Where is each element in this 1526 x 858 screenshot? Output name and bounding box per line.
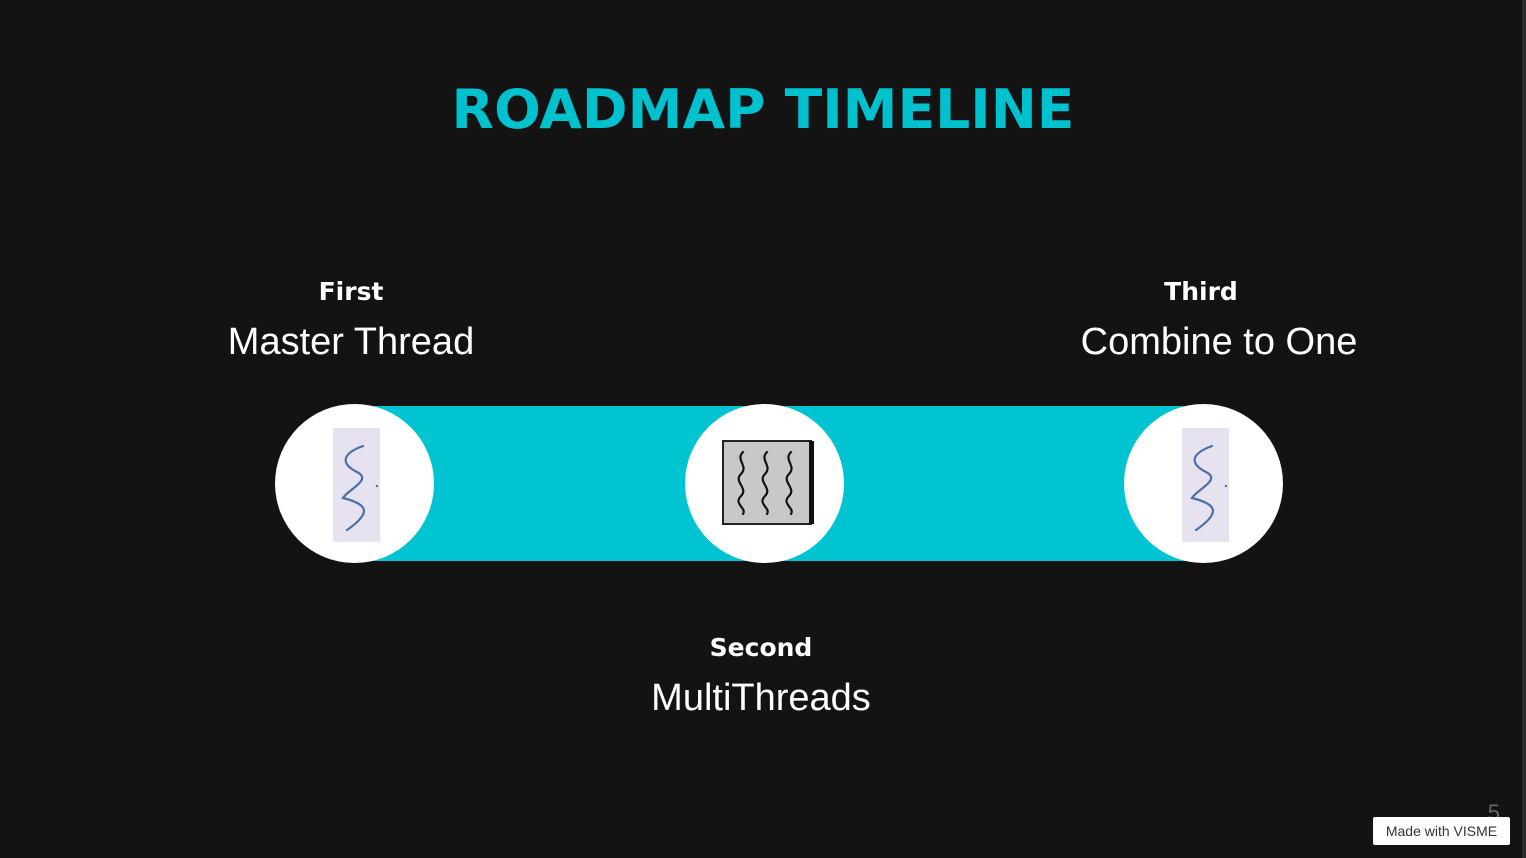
slide-edge — [1522, 0, 1526, 858]
multi-thread-icon — [721, 438, 817, 526]
single-thread-icon — [1182, 428, 1229, 542]
milestone-label: Master Thread — [227, 321, 475, 363]
timeline-node-first — [275, 404, 434, 563]
milestone-step: First — [318, 277, 384, 306]
made-with-visme-badge[interactable]: Made with VISME — [1373, 817, 1510, 845]
single-thread-icon — [333, 428, 380, 542]
timeline-node-second — [685, 404, 844, 563]
slide-title: ROADMAP TIMELINE — [451, 78, 1075, 141]
timeline-node-third — [1124, 404, 1283, 563]
milestone-third: Third Combine to One — [1062, 277, 1376, 365]
milestone-label: MultiThreads — [651, 677, 871, 719]
milestone-step: Third — [1164, 277, 1238, 306]
milestone-first: First Master Thread — [200, 277, 502, 365]
milestone-step: Second — [709, 633, 813, 662]
milestone-label: Combine to One — [1080, 321, 1358, 363]
milestone-second: Second MultiThreads — [610, 633, 912, 721]
